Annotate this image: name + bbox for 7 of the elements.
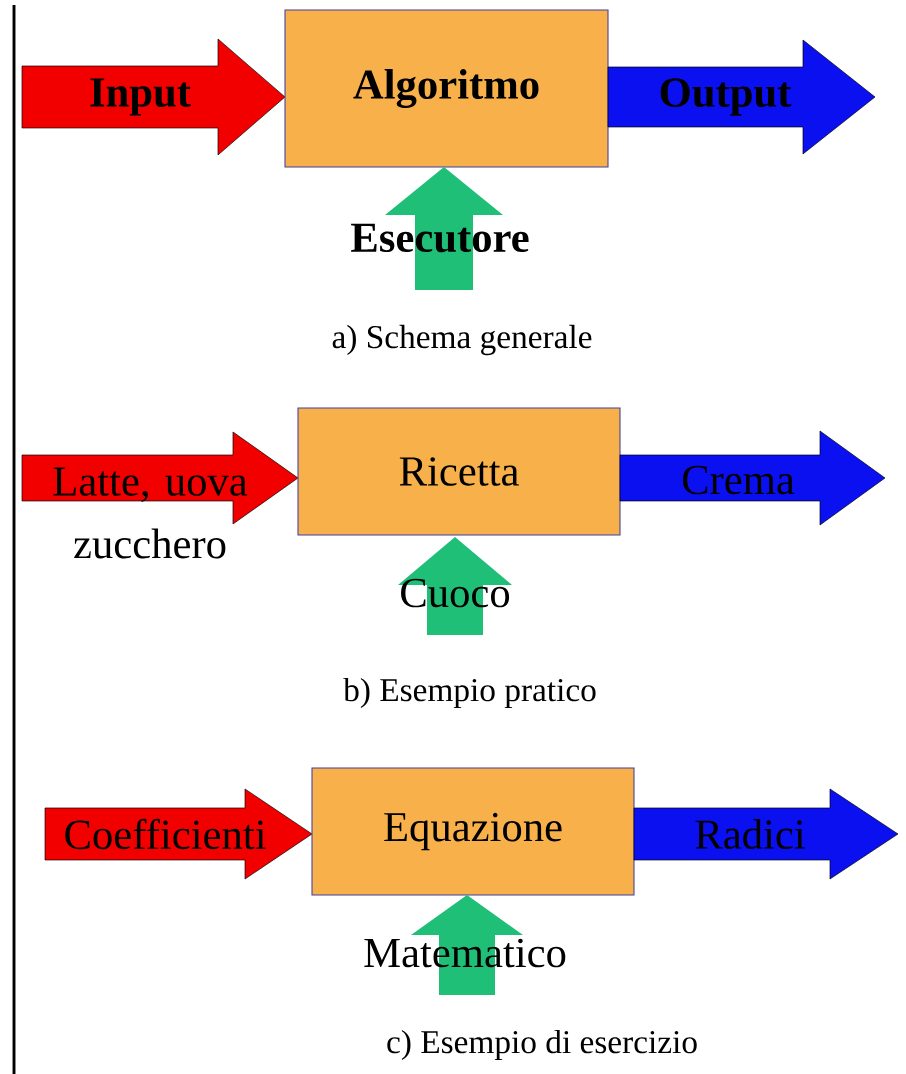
process-box: Algoritmo [284, 9, 609, 168]
caption: a) Schema generale [332, 324, 592, 356]
caption: c) Esempio di esercizio [387, 1029, 697, 1061]
caption: b) Esempio pratico [343, 677, 596, 709]
process-box: Ricetta [297, 407, 621, 536]
node-label: zucchero [74, 528, 226, 559]
process-box: Equazione [311, 767, 635, 896]
